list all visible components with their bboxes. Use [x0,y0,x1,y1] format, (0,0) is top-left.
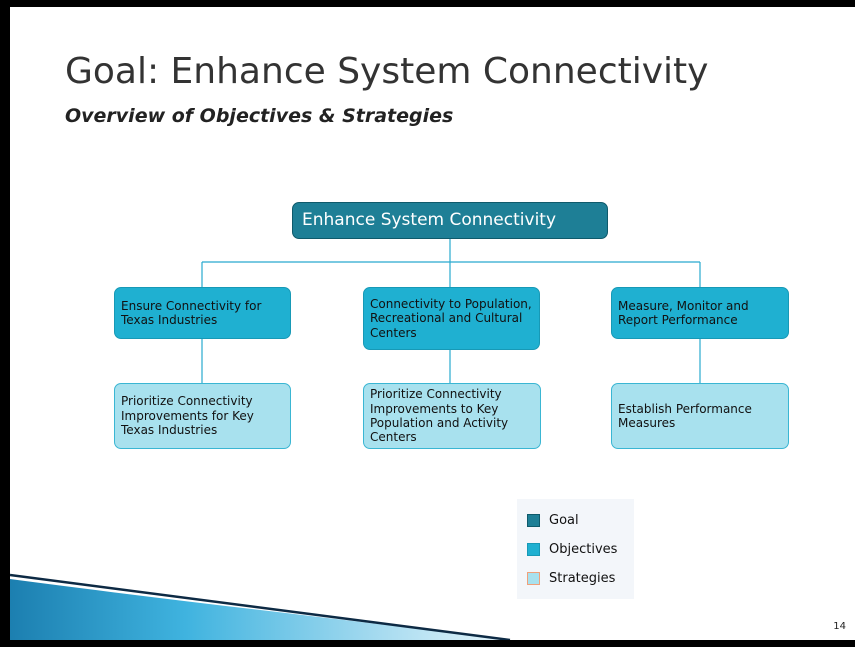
strategy-box-2: Prioritize Connectivity Improvements to … [363,383,541,449]
legend-swatch-objectives [527,543,540,556]
goal-label: Enhance System Connectivity [302,210,557,231]
strategy-box-1: Prioritize Connectivity Improvements for… [114,383,291,449]
page-number: 14 [833,621,846,632]
objective-label-2: Connectivity to Population, Recreational… [370,296,532,340]
strategy-label-2: Prioritize Connectivity Improvements to … [370,387,509,445]
connector-lines [201,239,701,383]
goal-box: Enhance System Connectivity [292,202,608,239]
objective-box-2: Connectivity to Population, Recreational… [363,287,540,350]
legend-item-goal: Goal [527,513,579,528]
decorative-swoosh [10,573,511,640]
objective-label-3: Measure, Monitor and Report Performance [618,298,749,327]
strategy-box-3: Establish Performance Measures [611,383,789,449]
objective-box-1: Ensure Connectivity for Texas Industries [114,287,291,339]
strategy-label-1: Prioritize Connectivity Improvements for… [121,394,254,438]
legend-label-strategies: Strategies [549,571,616,586]
legend-label-objectives: Objectives [549,542,618,557]
slide-subtitle: Overview of Objectives & Strategies [65,105,454,127]
legend: Goal Objectives Strategies [517,499,634,599]
legend-item-objectives: Objectives [527,542,617,557]
legend-swatch-strategies [527,572,540,585]
slide-title: Goal: Enhance System Connectivity [65,51,709,92]
legend-item-strategies: Strategies [527,571,615,586]
legend-label-goal: Goal [549,513,579,528]
objective-label-1: Ensure Connectivity for Texas Industries [121,298,262,327]
objective-box-3: Measure, Monitor and Report Performance [611,287,789,339]
slide: Goal: Enhance System Connectivity Overvi… [10,7,855,640]
strategy-label-3: Establish Performance Measures [618,401,752,430]
legend-swatch-goal [527,514,540,527]
